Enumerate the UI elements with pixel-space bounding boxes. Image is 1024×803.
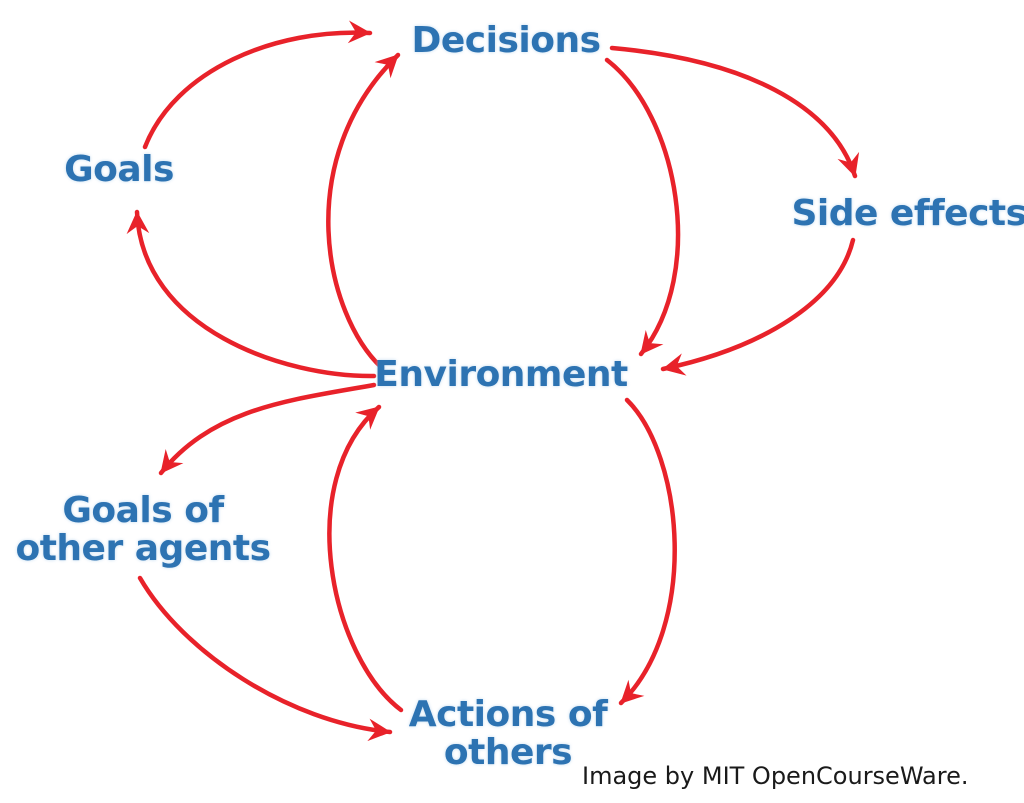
- node-actions-of-others-line1: Actions of: [408, 694, 608, 735]
- node-goals-of-other-agents-line1: Goals of: [62, 490, 224, 531]
- node-goals-of-other-agents-line2: other agents: [15, 528, 271, 569]
- node-goals-of-other-agents: Goals of other agents: [15, 490, 271, 569]
- arrow-decisions-to-environment: [604, 57, 681, 357]
- arrow-environment-to-goals-of-other-agents: [158, 382, 377, 476]
- arrow-goals-of-other-agents-to-actions-of-others: [137, 575, 393, 742]
- image-credit-caption: Image by MIT OpenCourseWare.: [582, 762, 969, 790]
- node-actions-of-others: Actions of others: [408, 694, 608, 773]
- arrow-environment-to-actions-of-others: [618, 397, 677, 706]
- arrow-environment-to-goals: [126, 209, 377, 379]
- node-environment: Environment: [374, 354, 628, 395]
- arrow-environment-to-decisions: [326, 52, 401, 371]
- node-goals: Goals: [64, 149, 174, 190]
- arrow-decisions-to-side-effects: [609, 45, 860, 179]
- node-actions-of-others-line2: others: [443, 732, 573, 773]
- arrow-actions-of-others-to-environment: [327, 404, 404, 713]
- node-decisions: Decisions: [411, 20, 601, 61]
- node-side-effects: Side effects: [791, 193, 1024, 234]
- arrow-goals-to-decisions: [142, 20, 373, 150]
- arrow-side-effects-to-environment: [660, 237, 856, 376]
